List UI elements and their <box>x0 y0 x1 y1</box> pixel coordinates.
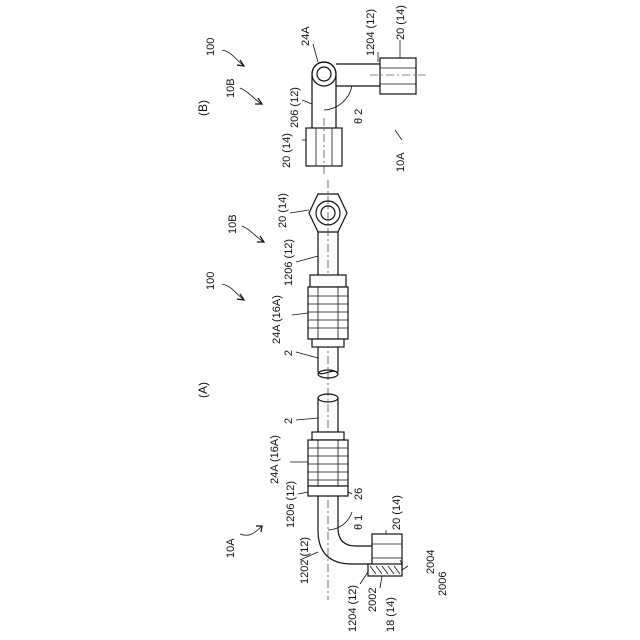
label-1206-a-bottom: 1206 (12) <box>285 481 297 528</box>
figure-a-drawing <box>222 180 408 600</box>
label-18: 18 (14) <box>385 597 397 632</box>
fitting-24a-bottom <box>308 440 348 486</box>
label-fig-b: (B) <box>196 100 210 116</box>
label-2-bottom: 2 <box>283 418 295 424</box>
label-1206-a-top: 1206 (12) <box>283 239 295 286</box>
label-206-b: 206 (12) <box>289 87 301 128</box>
nut-b-right <box>380 58 416 94</box>
label-2006: 2006 <box>437 572 449 596</box>
label-100-a: 100 <box>205 272 217 290</box>
label-10b-a: 10B <box>227 214 239 234</box>
label-2002: 2002 <box>367 588 379 612</box>
label-10b-b: 10B <box>225 78 237 98</box>
label-10a-b: 10A <box>395 152 407 172</box>
label-20-a-bottom: 20 (14) <box>391 495 403 530</box>
label-24a-b: 24A <box>300 26 312 46</box>
label-10a-a: 10A <box>225 538 237 558</box>
label-20-a-top: 20 (14) <box>277 193 289 228</box>
label-1204-a: 1204 (12) <box>347 585 359 632</box>
label-1204-b: 1204 (12) <box>365 9 377 56</box>
label-theta2: θ 2 <box>353 109 365 124</box>
label-20-b-right: 20 (14) <box>395 5 407 40</box>
fitting-24a-top <box>308 287 348 339</box>
label-fig-a: (A) <box>196 382 210 398</box>
label-2-top: 2 <box>283 350 295 356</box>
label-26: 26 <box>353 488 365 500</box>
label-theta1: θ 1 <box>353 515 365 530</box>
label-20-b-left: 20 (14) <box>281 133 293 168</box>
nut-a-bottom <box>372 534 402 568</box>
label-100-b: 100 <box>205 38 217 56</box>
label-2004: 2004 <box>425 550 437 574</box>
label-24a-16a-top: 24A (16A) <box>271 295 283 344</box>
elbow-circle-b <box>312 62 336 86</box>
label-24a-16a-bottom: 24A (16A) <box>269 435 281 484</box>
label-1202: 1202 (12) <box>299 537 311 584</box>
